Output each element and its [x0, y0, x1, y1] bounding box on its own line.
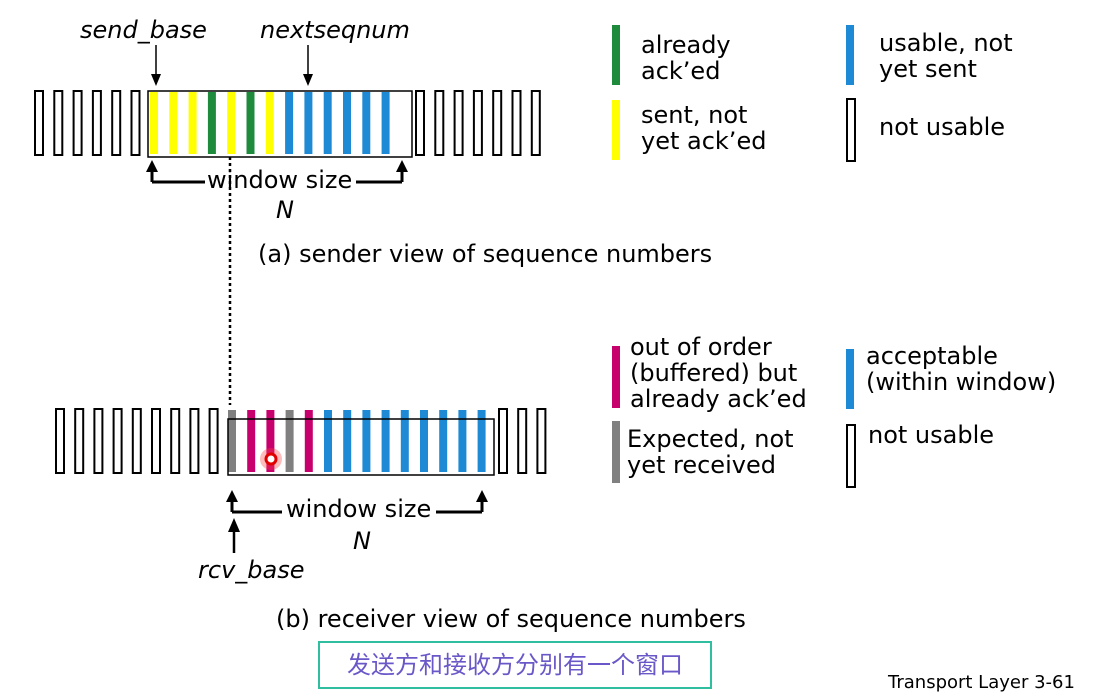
receiver-window-box	[227, 418, 495, 476]
receiver-slot-blue	[362, 410, 371, 472]
sender-slot-yellow	[150, 92, 158, 154]
legend-swatch-acceptable	[846, 349, 854, 409]
receiver-slot-unusable	[55, 408, 65, 474]
receiver-slot-blue	[458, 410, 467, 472]
sender-slot-blue	[323, 92, 332, 154]
sender-slot-green	[246, 92, 255, 154]
sender-slot-yellow	[188, 92, 197, 154]
legend-text-usable-not-sent: usable, not yet sent	[879, 29, 1013, 83]
sender-slot-yellow	[169, 92, 178, 154]
sender-slot-unusable	[34, 90, 44, 156]
sender-slot-unusable	[130, 90, 141, 156]
legend-text-expected: Expected, not yet received	[627, 425, 794, 479]
receiver-window-size-label: window size	[286, 495, 432, 523]
receiver-slot-unusable	[93, 408, 104, 474]
receiver-slot-blue	[477, 410, 486, 472]
receiver-slot-gray	[285, 410, 294, 472]
legend-text-acceptable: acceptable (within window)	[866, 342, 1057, 396]
receiver-slot-unusable	[131, 408, 142, 474]
chinese-note-box: 发送方和接收方分别有一个窗口	[318, 641, 712, 689]
sender-slot-blue	[343, 92, 351, 154]
legend-swatch-out-of-order	[612, 346, 620, 408]
sender-slot-unusable	[91, 90, 102, 156]
rcv-base-label: rcv_base	[198, 556, 305, 584]
legend-swatch-usable-not-sent	[846, 25, 854, 85]
legend-swatch-not-usable-sender	[846, 98, 856, 162]
legend-swatch-sent-not-acked	[612, 100, 620, 160]
receiver-slot-unusable	[74, 408, 85, 474]
sender-slot-unusable	[492, 90, 503, 156]
receiver-caption: (b) receiver view of sequence numbers	[276, 605, 746, 633]
sender-slot-yellow	[265, 92, 274, 154]
sender-slot-unusable	[434, 90, 445, 156]
receiver-slot-blue	[420, 410, 428, 472]
receiver-slot-gray	[228, 410, 236, 472]
legend-text-out-of-order: out of order (buffered) but already ack’…	[630, 333, 807, 413]
send-base-label: send_base	[80, 16, 207, 44]
nextseqnum-label: nextseqnum	[260, 16, 410, 44]
sender-slot-unusable	[111, 90, 122, 156]
sender-slot-blue	[285, 92, 294, 154]
sender-window-size-label: window size	[207, 166, 353, 194]
legend-swatch-expected	[612, 421, 620, 483]
receiver-slot-blue	[381, 410, 390, 472]
receiver-slot-unusable	[170, 408, 181, 474]
sender-window-box	[147, 90, 413, 158]
receiver-slot-unusable	[208, 408, 219, 474]
receiver-window-arrowhead-left	[226, 490, 238, 502]
legend-swatch-not-usable-receiver	[846, 424, 856, 488]
sender-slot-unusable	[530, 90, 541, 156]
receiver-slot-unusable	[498, 408, 508, 474]
sender-slot-blue	[381, 92, 390, 154]
sender-slot-unusable	[472, 90, 483, 156]
sender-slot-blue	[362, 92, 371, 154]
legend-text-sent-not-acked: sent, not yet ack’ed	[641, 101, 767, 155]
legend-text-not-usable-receiver: not usable	[868, 421, 995, 449]
receiver-slot-magenta	[304, 410, 313, 472]
send-base-arrowhead	[151, 74, 161, 86]
sender-slot-unusable	[511, 90, 522, 156]
receiver-window-n-label: N	[353, 527, 371, 555]
sender-slot-yellow	[227, 92, 236, 154]
sender-slot-green	[207, 92, 216, 154]
pointer-marker	[264, 452, 278, 466]
legend-text-not-usable-sender: not usable	[879, 113, 1006, 141]
sender-slot-unusable	[72, 90, 83, 156]
legend-swatch-already-acked	[612, 25, 620, 85]
receiver-slot-unusable	[189, 408, 200, 474]
rcv-base-arrowhead	[228, 518, 240, 532]
legend-text-already-acked: already ack’ed	[641, 31, 731, 85]
sender-window-n-label: N	[276, 196, 294, 224]
sender-slot-unusable	[53, 90, 64, 156]
receiver-slot-unusable	[151, 408, 161, 474]
receiver-slot-magenta	[247, 410, 256, 472]
sender-window-arrowhead-right	[396, 160, 408, 172]
receiver-slot-blue	[439, 410, 448, 472]
footer-label: Transport Layer 3-61	[888, 672, 1075, 693]
receiver-slot-blue	[400, 410, 409, 472]
sender-slot-unusable	[415, 90, 425, 156]
receiver-slot-blue	[343, 410, 352, 472]
nextseqnum-arrowhead	[303, 74, 313, 86]
receiver-slot-unusable	[112, 408, 123, 474]
receiver-slot-unusable	[517, 408, 528, 474]
receiver-slot-unusable	[536, 408, 547, 474]
sender-caption: (a) sender view of sequence numbers	[258, 240, 713, 268]
receiver-window-arrowhead-right	[476, 490, 488, 502]
receiver-slot-magenta	[266, 410, 275, 472]
sender-slot-blue	[304, 92, 313, 154]
sender-window-arrowhead-left	[146, 160, 158, 172]
sender-sequence-slots	[34, 90, 541, 156]
receiver-sequence-slots	[55, 408, 547, 474]
sender-slot-unusable	[453, 90, 464, 156]
receiver-slot-blue	[324, 410, 332, 472]
